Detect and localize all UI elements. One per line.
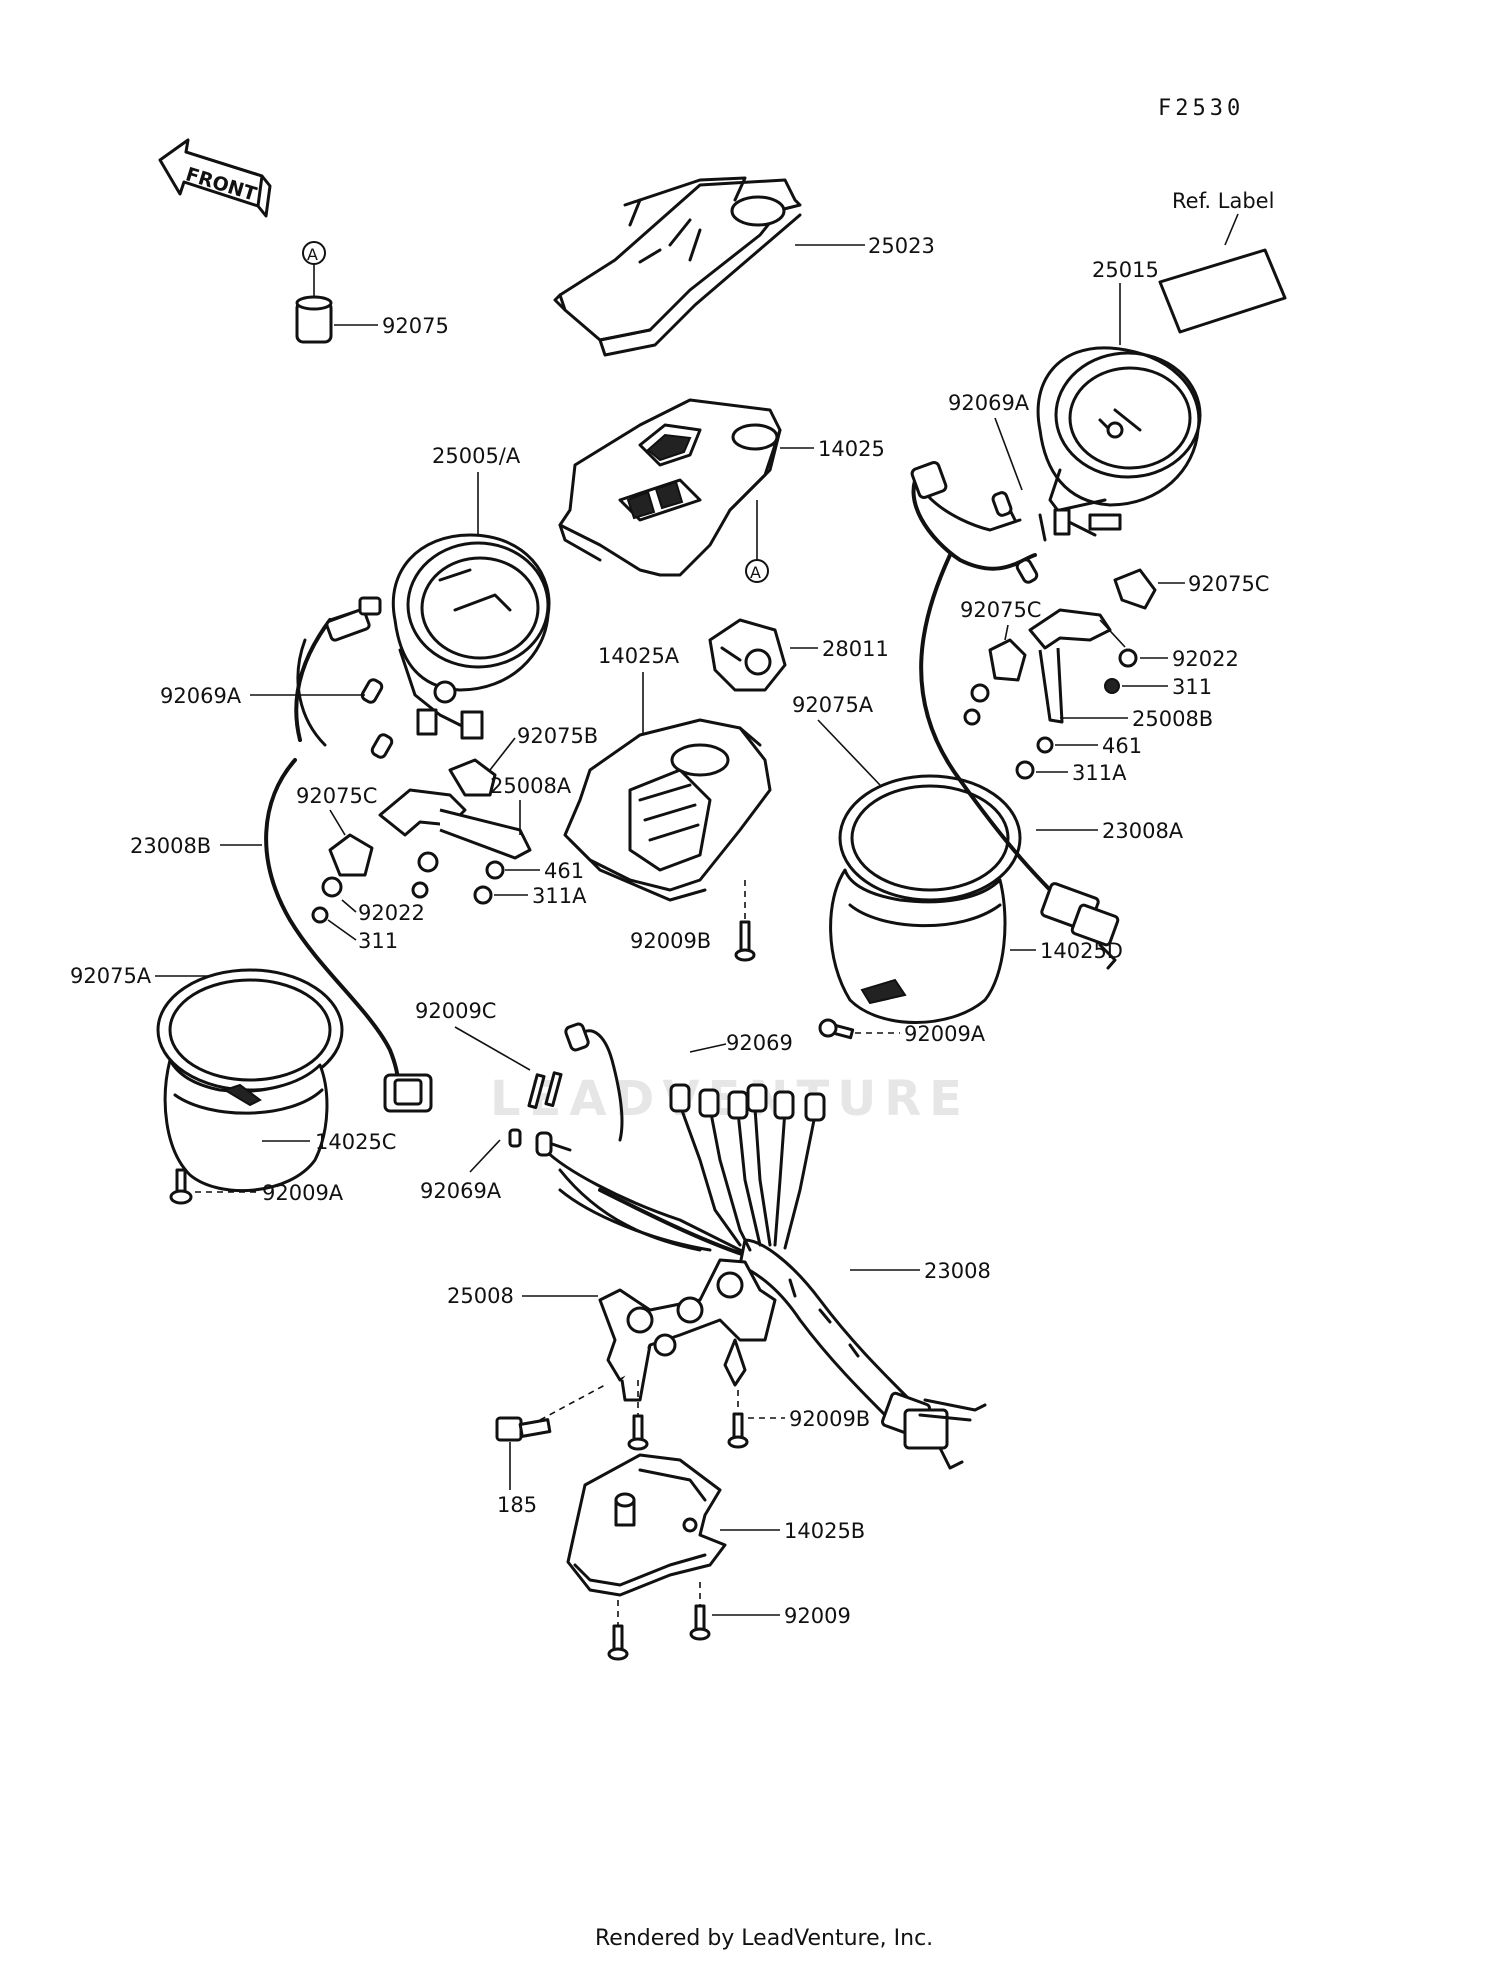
- label-311a-right: 311A: [1072, 761, 1127, 785]
- cover-92075a-14025c: [156, 968, 344, 1193]
- figure-code: F2530: [1158, 96, 1244, 121]
- bolt-185: [495, 1416, 552, 1442]
- meter-25005a: [391, 533, 551, 740]
- bottom-cover-14025b: [566, 1453, 727, 1597]
- screw-92009-left: [607, 1624, 629, 1661]
- label-92009b-bottom: 92009B: [789, 1407, 870, 1431]
- label-14025a: 14025A: [598, 644, 680, 668]
- label-185: 185: [497, 1493, 537, 1517]
- label-92022-left: 92022: [358, 901, 425, 925]
- label-25008a: 25008A: [490, 774, 572, 798]
- bracket-25008b: [1028, 608, 1112, 724]
- label-25005a: 25005/A: [432, 444, 521, 468]
- label-92022-right: 92022: [1172, 647, 1239, 671]
- screw-25008-center: [627, 1414, 649, 1451]
- screws-92009c: [527, 1071, 563, 1109]
- svg-text:A: A: [307, 245, 318, 264]
- label-92069: 92069: [726, 1031, 793, 1055]
- harness-23008b: [264, 596, 433, 1113]
- footer-text: Rendered by LeadVenture, Inc.: [595, 1926, 933, 1951]
- screw-92009b-bottom: [727, 1412, 749, 1449]
- label-92069a-bottom: 92069A: [420, 1179, 502, 1203]
- bracket-92075c-right: [1113, 568, 1157, 610]
- label-25015: 25015: [1092, 258, 1159, 282]
- bracket-25008: [598, 1258, 777, 1402]
- label-14025b: 14025B: [784, 1519, 865, 1543]
- upper-cover-25023: [553, 176, 802, 357]
- label-461-right: 461: [1102, 734, 1142, 758]
- screw-92009a-left: [169, 1168, 193, 1205]
- label-311-left: 311: [358, 929, 398, 953]
- ref-label-text: Ref. Label: [1172, 189, 1274, 213]
- grommet-92075b: [448, 758, 497, 797]
- label-92075c-left: 92075C: [296, 784, 377, 808]
- label-25008b: 25008B: [1132, 707, 1213, 731]
- label-92069a-left: 92069A: [160, 684, 242, 708]
- grommet-92075c-left: [328, 833, 374, 877]
- circle-a-marker-2: A: [745, 559, 769, 583]
- screw-92009-right: [689, 1604, 711, 1641]
- housing-14025a: [563, 718, 772, 902]
- front-arrow-icon: FRONT: [158, 138, 272, 218]
- terminal-92069a: [508, 1128, 553, 1157]
- label-14025c: 14025C: [315, 1130, 396, 1154]
- label-92009c: 92009C: [415, 999, 496, 1023]
- cover-92075a-14025d: [829, 774, 1022, 1024]
- label-23008: 23008: [924, 1259, 991, 1283]
- label-92075c-right2: 92075C: [960, 598, 1041, 622]
- label-92009b-center: 92009B: [630, 929, 711, 953]
- screw-92009b-center: [734, 920, 756, 962]
- label-461-left: 461: [544, 859, 584, 883]
- label-92075a-center: 92075A: [792, 693, 874, 717]
- label-92075b: 92075B: [517, 724, 598, 748]
- label-92009a-left: 92009A: [262, 1181, 344, 1205]
- meter-25015: [1036, 346, 1202, 537]
- ref-label-sticker: [1158, 248, 1287, 334]
- harness-23008: [538, 1022, 987, 1470]
- watermark: LEADVENTURE: [490, 1071, 970, 1127]
- bracket-25008a: [378, 788, 532, 860]
- circle-a-marker: A: [302, 241, 326, 265]
- label-25023: 25023: [868, 234, 935, 258]
- label-28011: 28011: [822, 637, 889, 661]
- label-92009a-right: 92009A: [904, 1022, 986, 1046]
- label-311-right: 311: [1172, 675, 1212, 699]
- grommet-92075c-right: [988, 638, 1027, 682]
- label-14025: 14025: [818, 437, 885, 461]
- label-92075c-right1: 92075C: [1188, 572, 1269, 596]
- label-311a-left: 311A: [532, 884, 587, 908]
- harness-23008a: [910, 461, 1120, 970]
- bushing-92075: [295, 295, 333, 344]
- label-23008a: 23008A: [1102, 819, 1184, 843]
- label-92075a-left: 92075A: [70, 964, 152, 988]
- screw-92009a-right: [818, 1018, 855, 1040]
- label-25008: 25008: [447, 1284, 514, 1308]
- label-92069a-right: 92069A: [948, 391, 1030, 415]
- label-92075: 92075: [382, 314, 449, 338]
- svg-text:A: A: [750, 563, 761, 582]
- label-92009: 92009: [784, 1604, 851, 1628]
- socket-28011: [708, 618, 787, 692]
- label-23008b: 23008B: [130, 834, 211, 858]
- meter-housing-14025: [558, 398, 782, 577]
